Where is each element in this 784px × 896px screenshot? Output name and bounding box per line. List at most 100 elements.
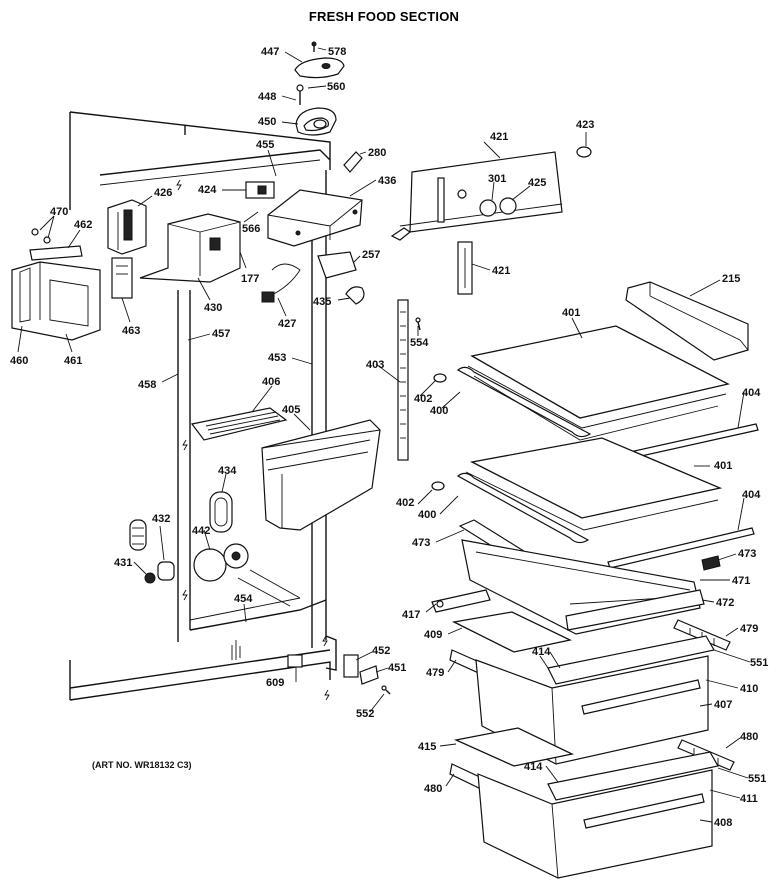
label-406: 406 [262,376,280,388]
label-424: 424 [198,184,217,196]
shelf-400-mid-frame [431,472,590,544]
part-442-fan-motor [193,543,249,582]
label-411: 411 [740,793,758,805]
label-409: 409 [424,629,442,641]
part-408-drawer-bottom [477,769,713,879]
label-454: 454 [234,593,253,605]
label-461: 461 [64,355,82,367]
label-410: 410 [740,683,758,695]
rail-404-mid [607,527,755,569]
label-417: 417 [402,609,420,621]
part-470-screws [31,228,51,244]
label-442: 442 [192,525,210,537]
part-427-harness [261,263,301,303]
label-551-top: 551 [750,657,768,669]
part-number-labels: 447 578 448 560 450 455 280 421 423 436 … [10,46,768,829]
part-415-glass [453,727,575,767]
label-578: 578 [328,46,346,58]
label-425: 425 [528,177,546,189]
label-408: 408 [714,817,732,829]
part-421-dial-strip [457,241,473,295]
part-405-duct [261,419,381,531]
label-436: 436 [378,175,396,187]
label-472: 472 [716,597,734,609]
part-430-housing [139,213,241,283]
part-423-knob [576,146,592,158]
label-427: 427 [278,318,296,330]
label-551-bottom: 551 [748,773,766,785]
label-423: 423 [576,119,594,131]
label-479-right: 479 [740,623,758,635]
part-431-plug [144,561,175,584]
label-566: 566 [242,223,260,235]
label-470: 470 [50,206,68,218]
label-430: 430 [204,302,222,314]
part-417-rail [431,589,491,613]
diagram-title: FRESH FOOD SECTION [309,9,459,24]
part-280-bulb [343,151,363,173]
shelf-401-top-glass [467,325,730,429]
label-414-top: 414 [532,646,551,658]
label-473-left: 473 [412,537,430,549]
label-434: 434 [218,465,237,477]
part-463-clip [111,257,133,299]
part-257-thermostat [317,251,357,279]
part-471-472-crisper-cover [461,539,705,635]
label-414-bottom: 414 [524,761,543,773]
shelf-401-mid-glass [465,437,723,531]
label-448: 448 [258,91,276,103]
part-447-cover [294,57,345,79]
part-460-461-damper [11,261,101,341]
part-462-plate [29,245,83,261]
label-401-top: 401 [562,307,580,319]
part-578-screw [311,41,317,52]
label-177: 177 [241,273,259,285]
label-463: 463 [122,325,140,337]
leader-lines [17,47,751,823]
part-452-451-552-hinge [343,654,391,695]
label-457: 457 [212,328,230,340]
art-number: (ART NO. WR18132 C3) [92,760,192,770]
label-450: 450 [258,116,276,128]
label-552: 552 [356,708,374,720]
part-426-bracket [107,199,147,255]
label-257: 257 [362,249,380,261]
label-407: 407 [714,699,732,711]
label-280: 280 [368,147,386,159]
part-434-lens [209,491,233,533]
label-404-mid: 404 [742,489,761,501]
part-406-grille [190,407,288,441]
part-560-screw [296,84,304,105]
label-421-panel: 421 [490,131,508,143]
label-432: 432 [152,513,170,525]
label-460: 460 [10,355,28,367]
label-480-left: 480 [424,783,442,795]
part-609-bracket [287,654,303,668]
label-415: 415 [418,741,436,753]
part-409-glass [451,611,572,653]
label-421-strip: 421 [492,265,510,277]
label-479-left: 479 [426,667,444,679]
part-403-shelf-ladder [397,299,409,461]
label-400-mid: 400 [418,509,436,521]
part-414-drawer-front-bottom [547,751,719,801]
label-426: 426 [154,187,172,199]
label-401-mid: 401 [714,460,732,472]
part-435-knob [345,286,365,305]
label-403: 403 [366,359,384,371]
label-458: 458 [138,379,156,391]
label-451: 451 [388,662,406,674]
label-215: 215 [722,273,740,285]
label-471: 471 [732,575,750,587]
part-215-dairy-bin [625,281,749,361]
shelf-400-top-frame [433,366,719,441]
label-455: 455 [256,139,274,151]
label-405: 405 [282,404,300,416]
label-609: 609 [266,677,284,689]
label-400-top: 400 [430,405,448,417]
part-436-control-box [267,189,363,247]
label-452: 452 [372,645,390,657]
label-402-mid: 402 [396,497,414,509]
part-448-450-light-housing [295,107,337,136]
